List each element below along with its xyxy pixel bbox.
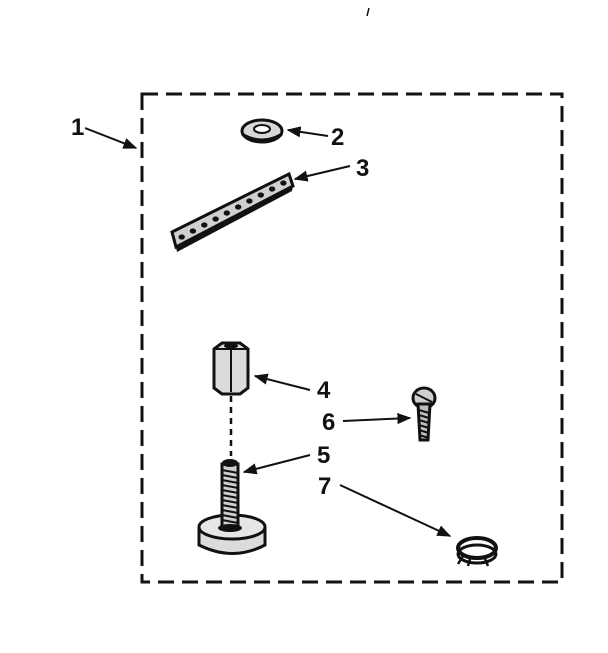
leader-arrow-3 bbox=[293, 165, 351, 182]
bolt-thread bbox=[221, 504, 239, 509]
strap-hole bbox=[268, 186, 276, 192]
screw-thread bbox=[418, 429, 430, 434]
strap-hole bbox=[223, 210, 230, 216]
strap-hole bbox=[280, 180, 287, 186]
leader-arrow-7 bbox=[339, 484, 452, 537]
bolt-thread bbox=[221, 494, 239, 499]
strap-hole bbox=[235, 204, 242, 210]
leader-arrow-4 bbox=[253, 373, 311, 391]
leader-arrow-5 bbox=[242, 454, 311, 475]
leader-arrow-6 bbox=[342, 412, 412, 425]
screw-thread bbox=[418, 409, 430, 414]
strap-hole bbox=[257, 192, 264, 198]
screw-thread bbox=[418, 434, 430, 439]
hose-clamp-part-7 bbox=[456, 536, 498, 567]
bolt-thread bbox=[221, 514, 239, 519]
bolt-thread bbox=[221, 499, 239, 504]
screw-part-6 bbox=[411, 386, 437, 442]
strap-hole bbox=[246, 198, 253, 204]
callout-7: 7 bbox=[318, 473, 331, 500]
coupling-nut-part-4 bbox=[212, 341, 250, 396]
screw-thread bbox=[418, 414, 430, 419]
leader-arrow-2 bbox=[286, 126, 329, 138]
perforated-strap-part-3 bbox=[170, 171, 295, 252]
washer-part-2 bbox=[240, 118, 284, 144]
callout-4: 4 bbox=[317, 377, 331, 404]
strap-hole bbox=[212, 216, 219, 222]
strap-hole bbox=[201, 222, 208, 228]
bolt-thread bbox=[221, 519, 239, 524]
bolt-thread bbox=[221, 509, 239, 514]
bolt-thread bbox=[221, 489, 239, 494]
bolt-thread bbox=[221, 469, 239, 474]
bolt-thread bbox=[221, 479, 239, 484]
callout-1: 1 bbox=[71, 114, 84, 141]
bolt-thread bbox=[221, 474, 239, 479]
screw-thread bbox=[418, 419, 430, 424]
strap-hole bbox=[189, 228, 197, 234]
callout-6: 6 bbox=[322, 409, 335, 436]
leader-arrow-1 bbox=[84, 127, 138, 149]
leveling-foot-part-5 bbox=[197, 459, 267, 555]
callout-3: 3 bbox=[356, 155, 369, 182]
kit-boundary bbox=[140, 92, 564, 584]
callout-2: 2 bbox=[331, 124, 344, 151]
bolt-thread bbox=[221, 484, 239, 489]
callout-5: 5 bbox=[317, 442, 330, 469]
strap-hole bbox=[178, 234, 185, 240]
stray-mark bbox=[366, 7, 370, 17]
screw-thread bbox=[418, 424, 430, 429]
